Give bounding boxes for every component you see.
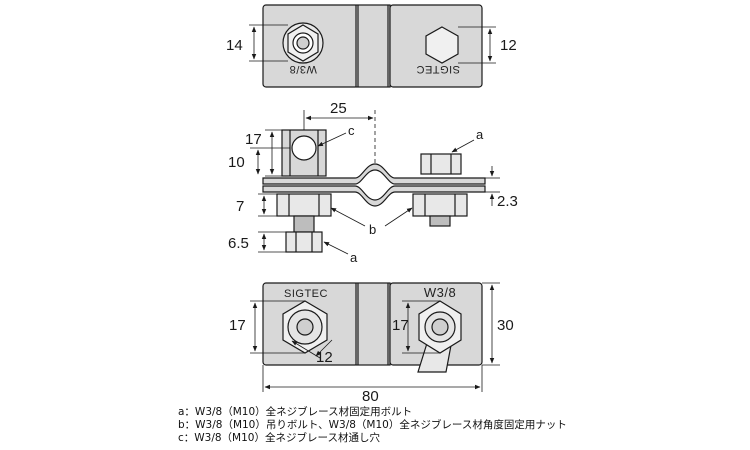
side-dim-10: 10: [228, 154, 245, 171]
hex-nut-icon: [282, 22, 324, 64]
side-right-thread: [429, 215, 451, 227]
side-right-nut: [412, 193, 468, 217]
callout-a-bottom: a: [350, 250, 358, 265]
legend: a：W3/8（M10）全ネジブレース材固定用ボルト b：W3/8（M10）吊りボ…: [178, 406, 567, 445]
legend-item-b: b：W3/8（M10）吊りボルト、W3/8（M10）全ネジブレース材角度固定用ナ…: [178, 419, 567, 431]
legend-item-c: c：W3/8（M10）全ネジブレース材通し穴: [178, 432, 380, 444]
bottom-stamp-sigtec: SIGTEC: [284, 288, 328, 300]
hex-nut-icon: [282, 300, 328, 354]
top-dim-12: 12: [500, 37, 517, 54]
callout-b: b: [369, 222, 376, 237]
bottom-stamp-w38: W3/8: [424, 285, 456, 300]
bottom-dim-30: 30: [497, 317, 514, 334]
top-stamp-sigtec: SIGTEC: [416, 63, 460, 75]
top-view-plate-center: [355, 4, 391, 88]
side-view: [250, 110, 500, 255]
side-dim-7: 7: [236, 198, 244, 215]
hex-nut-icon: [417, 300, 462, 373]
side-left-nut: [276, 193, 332, 217]
side-upper-plate: [262, 163, 486, 185]
legend-item-a: a：W3/8（M10）全ネジブレース材固定用ボルト: [178, 406, 413, 418]
bottom-dim-17-left: 17: [229, 317, 246, 334]
through-hole-c: [291, 135, 317, 161]
callout-c: c: [348, 123, 355, 138]
bottom-view: [250, 282, 500, 392]
bottom-dim-17-right: 17: [392, 317, 409, 334]
hex-bolt-head-icon: [425, 26, 459, 64]
side-left-thread: [293, 215, 315, 233]
bottom-view-plate-center: [355, 282, 391, 366]
top-stamp-w38: W3/8: [289, 63, 317, 75]
side-dim-6-5: 6.5: [228, 235, 249, 252]
bottom-dim-12: 12: [316, 349, 333, 366]
side-left-bottom-nut: [285, 231, 323, 253]
side-right-bolt-head: [420, 153, 462, 175]
top-dim-14: 14: [226, 37, 243, 54]
side-dim-25: 25: [330, 100, 347, 117]
side-dim-17: 17: [245, 131, 262, 148]
side-dim-2-3: 2.3: [497, 193, 518, 210]
top-view: [249, 4, 496, 88]
callout-a-top: a: [476, 127, 484, 142]
bottom-dim-80: 80: [362, 388, 379, 405]
